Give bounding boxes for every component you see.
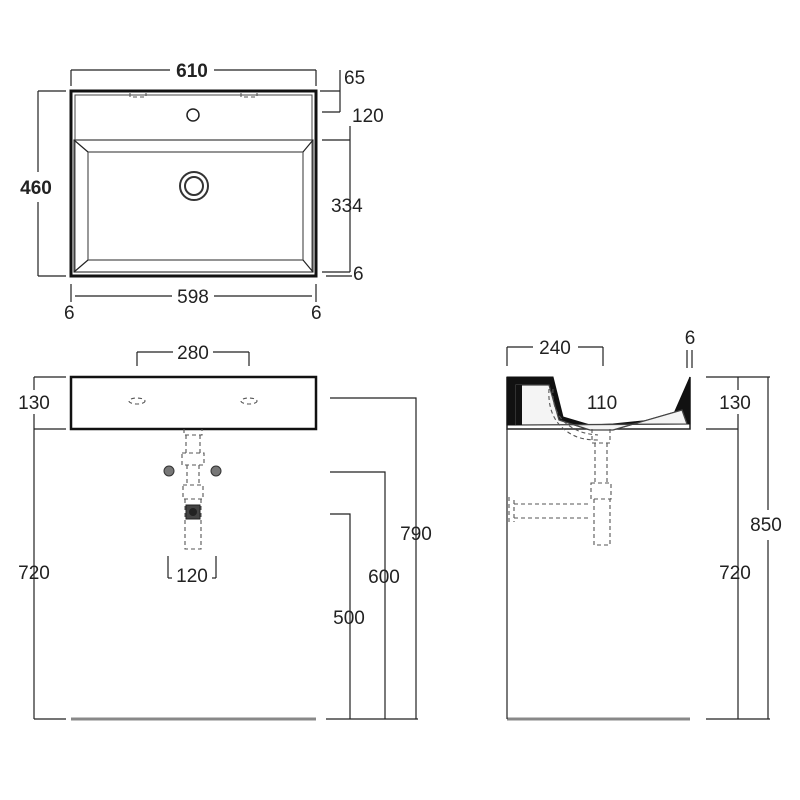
front-trap-width-label: 120: [176, 566, 208, 587]
plan-left-wall-label: 6: [64, 303, 75, 324]
side-wall-label: 6: [685, 328, 696, 349]
side-view: 240 6 110 130 720 850: [506, 328, 782, 721]
tap-left-icon: [163, 465, 175, 477]
front-height-label: 130: [18, 393, 50, 414]
plan-bowl-depth-label: 334: [331, 196, 363, 217]
front-tap-spacing-label: 280: [177, 343, 209, 364]
plan-inner-width-label: 598: [177, 287, 209, 308]
plan-depth-label: 460: [20, 178, 52, 199]
plan-rim-label: 65: [344, 68, 365, 89]
tap-right-icon: [210, 465, 222, 477]
side-floor-height-label: 720: [719, 563, 751, 584]
front-floor-height-label: 720: [18, 563, 50, 584]
front-tap-height-label: 600: [368, 567, 400, 588]
side-height-label: 130: [719, 393, 751, 414]
basin-outline-front: [69, 375, 318, 431]
side-top-height-label: 850: [750, 515, 782, 536]
plan-deck-label: 120: [352, 106, 384, 127]
front-top-height-label: 790: [400, 524, 432, 545]
side-bowl-label: 110: [587, 393, 617, 414]
plan-right-wall-label: 6: [311, 303, 322, 324]
front-waste-height-label: 500: [333, 608, 365, 629]
tap-hole: [186, 108, 200, 122]
plan-width-label: 610: [176, 61, 208, 82]
front-view: 280 120 130 720 500: [18, 343, 432, 721]
plan-bottom-rim-label: 6: [353, 264, 364, 285]
side-depth-label: 240: [539, 338, 571, 359]
plan-view: 610 460 65 120 334 6 598 6 6: [20, 61, 384, 324]
